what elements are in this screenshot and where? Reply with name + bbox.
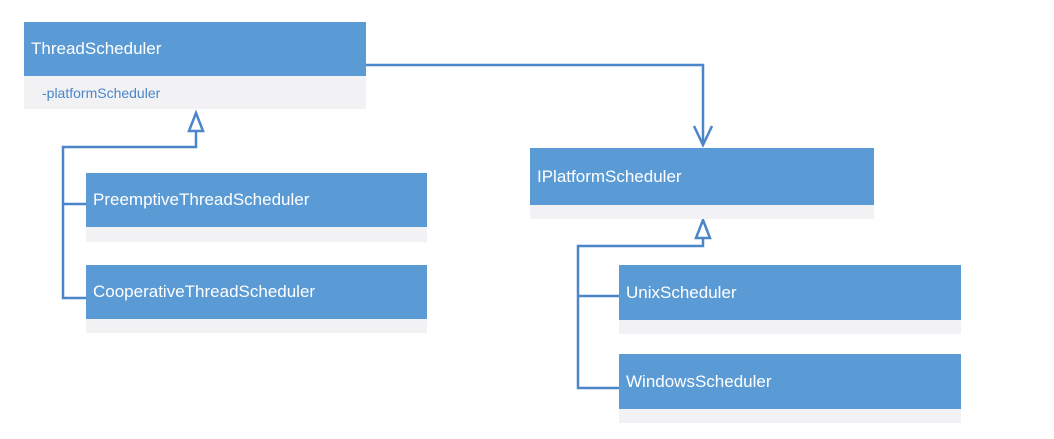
class-unixscheduler-name: UnixScheduler [619, 265, 961, 320]
inheritance-triangle-iplatformscheduler [694, 216, 712, 240]
class-windowsscheduler-name: WindowsScheduler [619, 354, 961, 409]
class-preemptivethreadscheduler: PreemptiveThreadScheduler [86, 173, 427, 242]
class-unixscheduler-body [619, 320, 961, 334]
class-windowsscheduler-body [619, 409, 961, 423]
class-preemptivethreadscheduler-name: PreemptiveThreadScheduler [86, 173, 427, 227]
class-preemptivethreadscheduler-body [86, 227, 427, 242]
class-threadscheduler: ThreadScheduler -platformScheduler [24, 22, 366, 109]
class-cooperativethreadscheduler-body [86, 319, 427, 333]
class-threadscheduler-attribute: -platformScheduler [24, 76, 366, 109]
inheritance-triangle-threadscheduler [187, 109, 205, 133]
class-windowsscheduler: WindowsScheduler [619, 354, 961, 423]
class-iplatformscheduler: IPlatformScheduler [530, 148, 874, 219]
class-iplatformscheduler-body [530, 205, 874, 219]
class-threadscheduler-name: ThreadScheduler [24, 22, 366, 76]
class-cooperativethreadscheduler-name: CooperativeThreadScheduler [86, 265, 427, 319]
class-iplatformscheduler-name: IPlatformScheduler [530, 148, 874, 205]
association-arrowhead [692, 125, 714, 148]
class-unixscheduler: UnixScheduler [619, 265, 961, 334]
association-line-threadscheduler-to-iplatformscheduler [366, 63, 705, 145]
class-cooperativethreadscheduler: CooperativeThreadScheduler [86, 265, 427, 333]
